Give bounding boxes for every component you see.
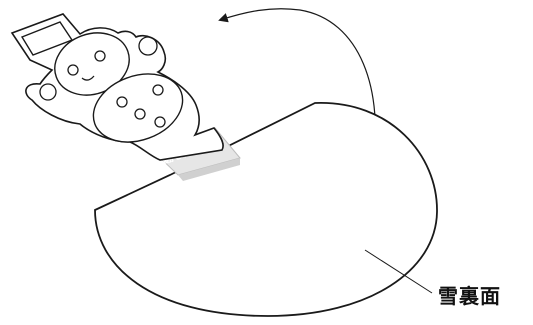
snowman-sticker: [12, 14, 223, 160]
snow-back-label: 雪裏面: [438, 280, 501, 309]
